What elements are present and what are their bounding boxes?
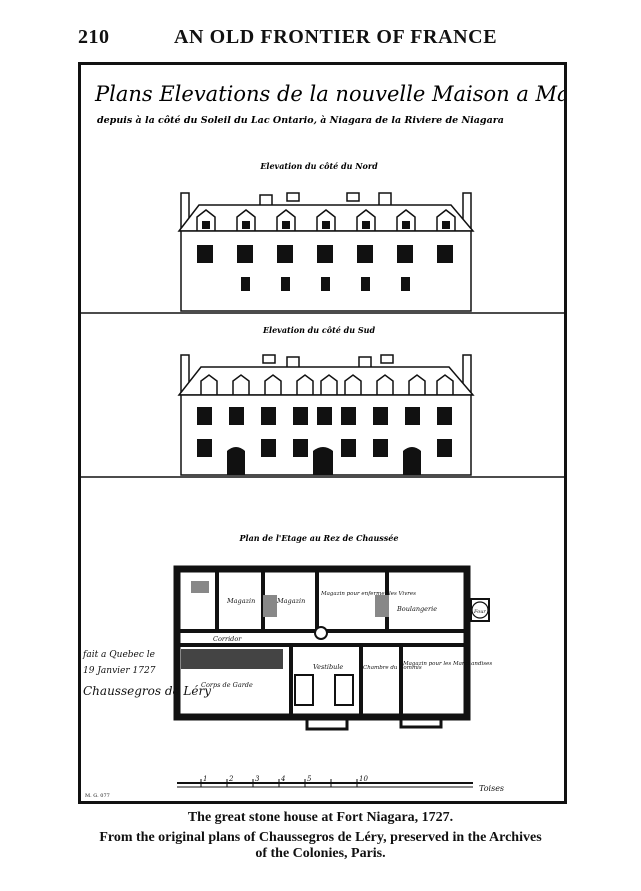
figure-caption-title: The great stone house at Fort Niagara, 1…	[187, 810, 454, 825]
room-chambre: Chambre du Commis	[363, 665, 422, 671]
caption-credit-line1: From the original plans of Chaussegros d…	[99, 830, 542, 845]
scale-tick-label: 4	[280, 775, 285, 783]
scale-bar: 1 2 3 4 5 10 Toises	[177, 775, 504, 793]
plan-title-line1: Plans Elevations de la nouvelle Maison a…	[94, 82, 564, 106]
room-magazin-mid: Magazin	[276, 597, 305, 605]
plan-title-line2: depuis à la côté du Soleil du Lac Ontari…	[97, 115, 504, 126]
signature-line2: 19 Janvier 1727	[83, 666, 156, 676]
room-boulangerie: Boulangerie	[396, 605, 437, 613]
plate-mark: M. G. 077	[85, 793, 110, 799]
scale-label: Toises	[479, 784, 504, 793]
figure-caption-credit: From the original plans of Chaussegros d…	[0, 830, 641, 862]
ground-plan-label: Plan de l'Etage au Rez de Chaussée	[239, 533, 399, 543]
running-head: AN OLD FRONTIER OF FRANCE	[174, 26, 498, 48]
elevation-north-label: Elevation du côté du Nord	[259, 161, 378, 171]
room-corps-de-garde: Corps de Garde	[201, 681, 253, 689]
elevation-south-label: Elevation du côté du Sud	[262, 325, 375, 335]
south-elevation	[177, 354, 475, 476]
ground-plan	[173, 565, 490, 731]
room-magazin-marchandises: Magazin pour les Marchandises	[402, 661, 492, 667]
room-magazin-left: Magazin	[226, 597, 255, 605]
room-corridor: Corridor	[213, 635, 242, 643]
signature-line1: fait a Quebec le	[82, 650, 155, 660]
room-vestibule: Vestibule	[313, 663, 343, 671]
page-header: 210 AN OLD FRONTIER OF FRANCE	[78, 26, 570, 52]
scale-tick-label: 3	[255, 775, 260, 783]
caption-credit-line2: of the Colonies, Paris.	[255, 846, 386, 861]
plans-drawing: Plans Elevations de la nouvelle Maison a…	[81, 82, 564, 799]
room-magazin-grain: Magazin pour enfermer les Vivres	[320, 591, 416, 597]
room-four: Four	[473, 609, 486, 615]
scale-tick-label: 1	[203, 775, 207, 783]
north-elevation	[177, 192, 475, 312]
scale-tick-label: 5	[307, 775, 312, 783]
scale-tick-label: 2	[228, 775, 234, 783]
signature-name: Chaussegros de Léry	[83, 684, 211, 698]
illustration-plate: Plans Elevations de la nouvelle Maison a…	[78, 62, 567, 804]
scale-tick-label: 10	[359, 775, 368, 783]
page-number: 210	[78, 26, 110, 48]
